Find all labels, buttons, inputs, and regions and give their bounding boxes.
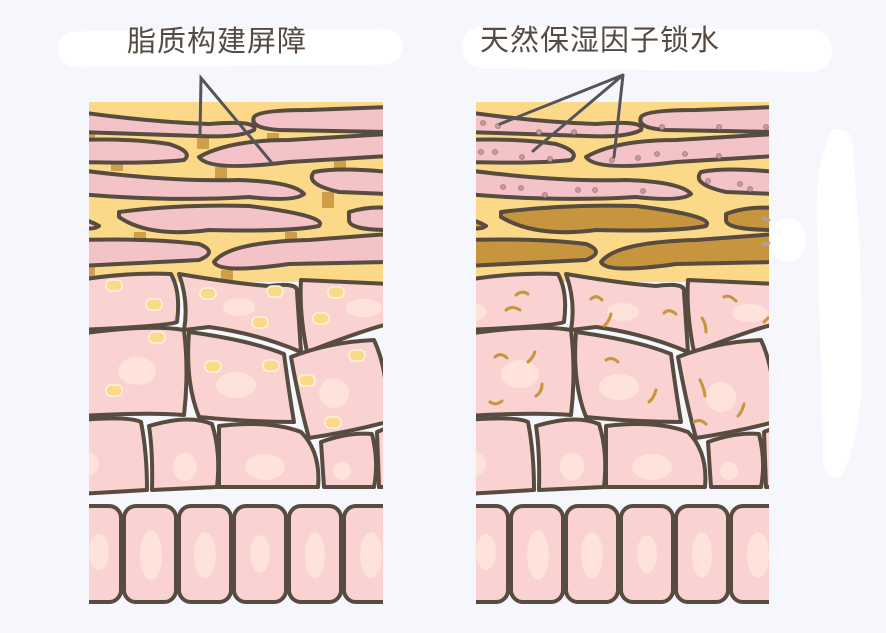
right-panel-label: 天然保湿因子锁水 bbox=[480, 23, 721, 57]
left-skin-diagram bbox=[89, 102, 383, 604]
left-panel-label: 脂质构建屏障 bbox=[127, 24, 308, 58]
right-skin-diagram bbox=[476, 102, 769, 604]
